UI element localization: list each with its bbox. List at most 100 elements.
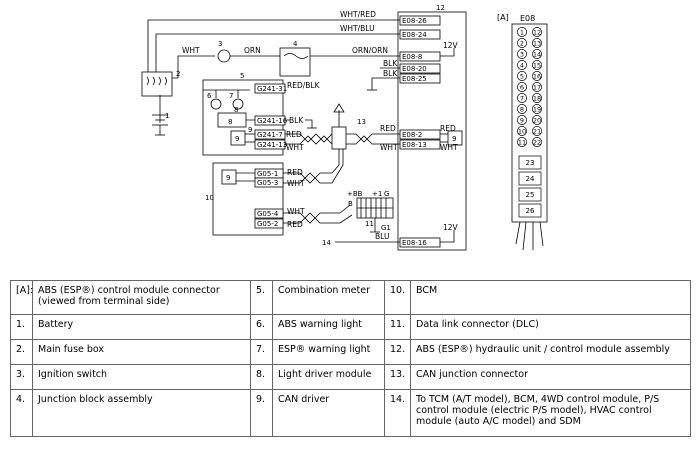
wire-label-red-2: RED — [286, 130, 302, 139]
wire-label-red-blk: RED/BLK — [287, 81, 321, 90]
connector-pin-label: 15 — [533, 61, 541, 69]
connector-pin-label: 12 — [533, 28, 541, 36]
connector-pin-label: 18 — [533, 94, 541, 102]
legend-description: Battery — [32, 314, 251, 340]
dlc-label-plus-bb: +BB — [347, 190, 363, 198]
connector-pin-label: 16 — [533, 72, 541, 80]
connector-pin-circle — [532, 104, 542, 114]
module-label-9-bcm: 9 — [226, 174, 230, 182]
callout-4: 4 — [293, 40, 298, 48]
connector-e08-13: E08-13 — [402, 141, 427, 149]
module-label-9-meter: 9 — [235, 135, 239, 143]
legend-row: [A]:ABS (ESP®) control module connector … — [10, 280, 691, 315]
connector-view-tag: [A] — [497, 13, 509, 22]
legend-description: Ignition switch — [32, 364, 251, 390]
connector-pin-label: 13 — [533, 39, 541, 47]
callout-8: 8 — [234, 106, 238, 114]
connector-pin-circle — [532, 38, 542, 48]
connector-pin-label: 5 — [520, 72, 524, 80]
connector-g05-1: G05-1 — [257, 170, 278, 178]
callout-7: 7 — [229, 92, 233, 100]
voltage-label-bottom: 12V — [443, 223, 459, 232]
wire-label-wht-3: WHT — [440, 143, 458, 152]
connector-e08-8: E08-8 — [402, 53, 422, 61]
wire-label-wht-blu: WHT/BLU — [340, 24, 375, 33]
connector-pin-circle — [532, 137, 542, 147]
connector-pin-label: 25 — [526, 191, 535, 199]
connector-pin-label: 17 — [533, 83, 541, 91]
wire-label-red-5: RED — [287, 220, 303, 229]
connector-view-title: E08 — [520, 14, 535, 23]
connector-pin-label: 23 — [526, 159, 535, 167]
legend-number: 14. — [384, 389, 411, 437]
legend-number: [A]: — [10, 280, 33, 315]
wire-label-wht-red: WHT/RED — [340, 10, 376, 19]
wiring-diagram: E08-26 E08-24 E08-8 E08-20 E08-25 E08-2 … — [141, 4, 548, 251]
connector-pin-circle — [517, 60, 527, 70]
connector-pin-circle — [517, 38, 527, 48]
connector-pin-label: 24 — [526, 175, 535, 183]
connector-pin-label: 21 — [533, 127, 541, 135]
connector-pin-label: 11 — [518, 138, 526, 146]
callout-3: 3 — [218, 40, 222, 48]
connector-e08-20: E08-20 — [402, 65, 427, 73]
connector-pin-label: 1 — [520, 28, 524, 36]
wire-label-blu: BLU — [375, 232, 389, 241]
connector-e08-25: E08-25 — [402, 75, 427, 83]
legend-description: ABS warning light — [272, 314, 385, 340]
connector-pin-label: 7 — [520, 94, 524, 102]
connector-pin-label: 20 — [533, 116, 541, 124]
connector-pin-circle — [532, 60, 542, 70]
wire-label-blk-3: BLK — [289, 116, 304, 125]
wire-label-red-4: RED — [287, 168, 303, 177]
connector-pin-circle — [517, 137, 527, 147]
dlc-label-g: G — [384, 190, 389, 198]
connector-pin-box — [518, 203, 542, 218]
connector-g05-2: G05-2 — [257, 220, 278, 228]
connector-g241-7: G241-7 — [257, 131, 283, 139]
connector-pin-circle — [532, 115, 542, 125]
legend-description: BCM — [410, 280, 691, 315]
connector-g05-3: G05-3 — [257, 179, 278, 187]
connector-pin-circle — [532, 93, 542, 103]
connector-pin-circle — [517, 126, 527, 136]
callout-5: 5 — [240, 72, 244, 80]
connector-pin-label: 3 — [520, 50, 524, 58]
legend-description: ABS (ESP®) hydraulic unit / control modu… — [410, 339, 691, 365]
legend-description: Main fuse box — [32, 339, 251, 365]
wire-label-blk-1: BLK — [383, 59, 398, 68]
legend-number: 8. — [250, 364, 273, 390]
connector-e08-26: E08-26 — [402, 17, 427, 25]
legend-description: Junction block assembly — [32, 389, 251, 437]
callout-1: 1 — [165, 112, 169, 120]
wire-label-orn: ORN — [244, 46, 261, 55]
connector-g241-16: G241-16 — [257, 117, 288, 125]
legend-number: 6. — [250, 314, 273, 340]
callout-10: 10 — [205, 194, 214, 202]
legend-description: ABS (ESP®) control module connector (vie… — [32, 280, 251, 315]
dlc-label-plus-ig: +1 — [372, 190, 382, 198]
connector-e08-24: E08-24 — [402, 31, 427, 39]
connector-pin-label: 9 — [520, 116, 524, 124]
connector-pin-circle — [532, 49, 542, 59]
connector-pin-circle — [517, 27, 527, 37]
callout-11: 11 — [365, 220, 374, 228]
connector-pin-label: 14 — [533, 50, 541, 58]
legend-number: 4. — [10, 389, 33, 437]
wire-label-red-3: RED — [440, 124, 456, 133]
callout-2: 2 — [176, 70, 180, 78]
legend-description: CAN junction connector — [410, 364, 691, 390]
connector-pin-label: 4 — [520, 61, 524, 69]
wire-label-wht: WHT — [182, 46, 200, 55]
wire-label-wht-4: WHT — [287, 179, 305, 188]
legend-number: 12. — [384, 339, 411, 365]
dlc-label-g1: G1 — [381, 224, 391, 232]
connector-pin-label: 10 — [518, 127, 526, 135]
legend-description: Data link connector (DLC) — [410, 314, 691, 340]
legend-number: 11. — [384, 314, 411, 340]
legend-number: 10. — [384, 280, 411, 315]
connector-e08-16: E08-16 — [402, 239, 427, 247]
